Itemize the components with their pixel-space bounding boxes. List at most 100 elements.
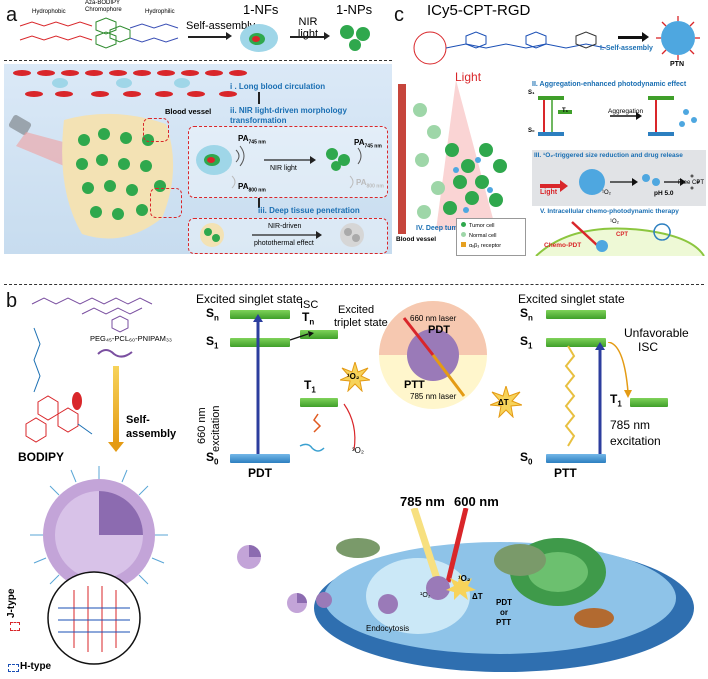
nir-arrowhead bbox=[324, 32, 330, 40]
tumor-zoom-box-1 bbox=[143, 118, 169, 142]
step-I-label: I. Self-assembly bbox=[600, 45, 653, 52]
legend-tumor: Tumor cell bbox=[461, 222, 494, 229]
polymer-structure bbox=[25, 297, 153, 443]
cancer-cell-scene bbox=[314, 508, 694, 672]
self-assembly-arrow-c bbox=[618, 36, 644, 39]
pdt-t1-label: T1 bbox=[304, 378, 316, 395]
ptt-name: PTT bbox=[554, 466, 577, 480]
nir-driven-label: NIR-driven bbox=[268, 223, 302, 230]
singlet-oxygen-burst-icon bbox=[340, 362, 370, 392]
chromophore-label: Aza-BODIPY Chromophore bbox=[85, 0, 122, 13]
aggregation-jablonski bbox=[538, 96, 697, 136]
cell-pdt-label: PDT bbox=[496, 598, 512, 607]
hydrophilic-label: Hydrophilic bbox=[145, 9, 175, 15]
pa800-right: PA800 nm bbox=[356, 178, 384, 190]
pdt-s1-level bbox=[230, 338, 290, 347]
htype-swatch bbox=[8, 664, 19, 672]
bodipy-icon bbox=[72, 392, 82, 410]
pdt-title: Excited singlet state bbox=[196, 292, 303, 306]
panel-b-label: b bbox=[6, 290, 18, 312]
legend-box: Tumor cell Normal cell αᵥβ₃ receptor bbox=[456, 218, 526, 256]
ptt-s1-label: S1 bbox=[520, 334, 533, 351]
light-small-c: Light bbox=[540, 189, 558, 196]
bodipy-label: BODIPY bbox=[18, 450, 65, 464]
pdt-excitation-nm: 660 nm bbox=[196, 407, 208, 444]
blood-vessel-label: Blood vessel bbox=[165, 107, 212, 116]
ptt-s0-label: S0 bbox=[520, 450, 533, 467]
step-arrow-1 bbox=[258, 92, 260, 104]
ptt-s0-level bbox=[546, 454, 606, 463]
self-assembly-arrowhead-c bbox=[642, 32, 649, 42]
circle-ptt: PTT bbox=[404, 379, 425, 391]
heat-burst-icon bbox=[490, 386, 522, 418]
polymer-label: PEG₄₅-PCL₆₀-PNIPAM₃₃ bbox=[90, 334, 172, 343]
pdt-arrows bbox=[253, 314, 356, 454]
blood-vessel-label-c: Blood vessel bbox=[396, 236, 437, 243]
chemo-pdt-label: Chemo-PDT bbox=[544, 242, 582, 249]
pdt-triplet-l1: Excited bbox=[338, 304, 375, 316]
pdt-t1-level bbox=[300, 398, 338, 407]
o2-small-c: ¹O₂ bbox=[602, 190, 611, 196]
ptt-excitation-word: excitation bbox=[610, 434, 661, 448]
step-V-label: V. Intracellular chemo-photodynamic ther… bbox=[540, 208, 679, 215]
ptt-sn-label: Sn bbox=[520, 306, 533, 323]
self-assembly-label: Self-assembly bbox=[186, 20, 256, 32]
free-cpt-label: Free CPT bbox=[678, 180, 705, 186]
ptt-sn-level bbox=[546, 310, 606, 319]
pa745-right: PA745 nm bbox=[354, 138, 382, 150]
step-ii-label: ii. NIR light-driven morphology transfor… bbox=[230, 106, 347, 125]
intracellular-illustration bbox=[535, 221, 705, 256]
self-assembly-arrowhead bbox=[226, 32, 232, 40]
step-III-band bbox=[532, 150, 706, 206]
pdt-singlet-o2: ¹O₂ bbox=[347, 372, 360, 381]
panel-a-divider bbox=[4, 60, 392, 61]
pdt-tn-label: Tn bbox=[302, 310, 315, 327]
o2-cell-c: ¹O₂ bbox=[610, 219, 619, 225]
nps-label: 1-NPs bbox=[336, 2, 373, 17]
step-II-label: II. Aggregation-enhanced photodynamic ef… bbox=[532, 81, 687, 88]
circle-pdt: PDT bbox=[428, 324, 450, 336]
panel-b: b PEG₄₅-PCL₆₀-PNIPAM₃₃ BODIPY Self- asse… bbox=[0, 258, 708, 679]
nir-light-arrow bbox=[290, 36, 326, 38]
cell-or-label: or bbox=[500, 608, 508, 617]
ptn-particle bbox=[656, 16, 700, 60]
icy5-molecule bbox=[413, 31, 607, 65]
ptt-isc: ISC bbox=[638, 340, 659, 354]
jtype-swatch bbox=[10, 622, 20, 631]
aggregation-label: Aggregation bbox=[608, 108, 644, 115]
ptt-t1-level bbox=[630, 398, 668, 407]
self-assembly-arrow bbox=[188, 36, 228, 38]
blood-vessel-cells bbox=[13, 70, 247, 97]
hydrophobic-label: Hydrophobic bbox=[32, 9, 66, 15]
o2-inner-label: ¹O₂ bbox=[420, 592, 431, 599]
pdt-name: PDT bbox=[248, 466, 272, 480]
step-i-label: i . Long blood circulation bbox=[230, 82, 326, 91]
legend-normal: Normal cell bbox=[461, 232, 497, 239]
laser785-label: 785 nm bbox=[400, 494, 445, 509]
s0-label-c: S₀ bbox=[528, 128, 535, 134]
endocytosis-label: Endocytosis bbox=[366, 624, 410, 633]
ptt-s1-level bbox=[546, 338, 606, 347]
laser600-label: 600 nm bbox=[454, 494, 499, 509]
assembly-label-b: assembly bbox=[126, 428, 177, 440]
penetration-illustration bbox=[200, 223, 364, 247]
pdt-excitation-word: excitation bbox=[210, 405, 222, 452]
step-III-label: III. ¹O₂-triggered size reduction and dr… bbox=[534, 152, 683, 159]
pdt-triplet-o2: ³O₂ bbox=[352, 446, 364, 455]
tumor-light-scene bbox=[398, 80, 507, 234]
self-label-b: Self- bbox=[126, 414, 150, 426]
step-arrow-2 bbox=[258, 198, 260, 208]
nir-light-small: NIR light bbox=[270, 165, 297, 172]
aza-bodipy-molecule bbox=[19, 17, 179, 49]
pdt-sn-label: Sn bbox=[206, 306, 219, 323]
free-micelle-2 bbox=[287, 593, 307, 613]
size-reduction-illustration bbox=[540, 169, 700, 195]
self-assembly-arrow-b bbox=[113, 366, 119, 444]
panel-c-label: c bbox=[394, 4, 404, 26]
np-particles bbox=[340, 25, 370, 51]
pdt-isc-label: ISC bbox=[300, 299, 319, 311]
panel-c: c ICy5-CPT-RGD PTN I. Self-assembly Ligh… bbox=[392, 0, 708, 256]
step-iii-label: iii. Deep tissue penetration bbox=[258, 206, 360, 215]
s1-label-c: S₁ bbox=[528, 90, 535, 96]
circle-laser785: 785 nm laser bbox=[410, 392, 457, 401]
